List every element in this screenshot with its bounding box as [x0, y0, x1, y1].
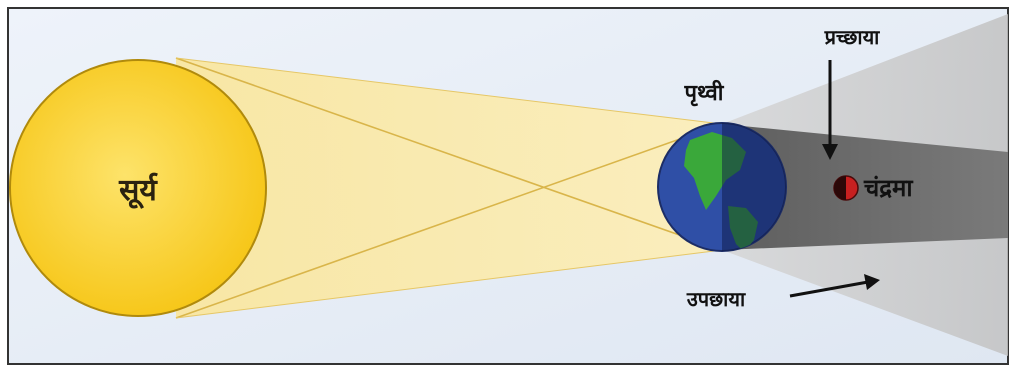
- umbra-label: प्रच्छाया: [824, 25, 881, 49]
- earth-label: पृथ्वी: [684, 79, 725, 107]
- penumbra-label: उपछाया: [686, 287, 746, 311]
- moon: [834, 176, 858, 200]
- sun-label: सूर्य: [118, 172, 158, 209]
- moon-label: चंद्रमा: [863, 174, 913, 202]
